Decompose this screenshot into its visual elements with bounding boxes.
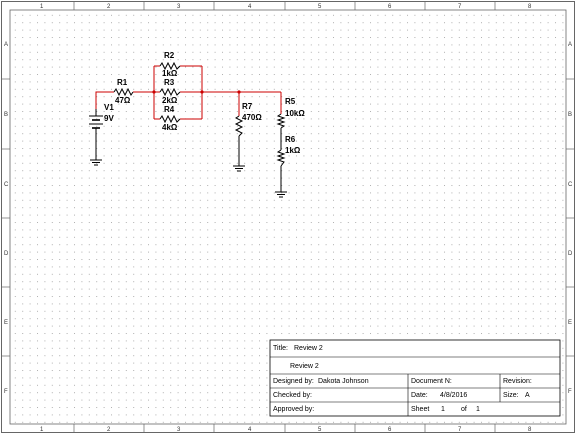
sheet-label: Sheet (411, 406, 429, 413)
checked-by-label: Checked by: (273, 392, 312, 399)
sheet-value: 1 (441, 406, 445, 413)
r2-name-label: R2 (164, 51, 175, 60)
ruler-row-d-left: D (4, 251, 9, 257)
r4-name-label: R4 (164, 105, 175, 114)
ruler-col-2-top: 2 (107, 4, 111, 10)
date-label: Date: (411, 392, 428, 399)
ruler-col-3-top: 3 (177, 4, 181, 10)
ruler-col-2-bottom: 2 (107, 427, 111, 433)
ruler-col-1-bottom: 1 (40, 427, 44, 433)
ground-icon (275, 191, 287, 198)
ruler-col-5-bottom: 5 (318, 427, 322, 433)
ruler-col-8-top: 8 (528, 4, 532, 10)
title-block-lines (270, 356, 560, 416)
ruler-row-d-right: D (568, 251, 573, 257)
r5-name-label: R5 (285, 97, 296, 106)
battery-v1[interactable] (89, 109, 103, 130)
r2-value-label: 1kΩ (162, 69, 178, 78)
ruler-row-f-left: F (4, 389, 8, 395)
ground-icon (233, 165, 245, 172)
ruler-row-e-right: E (568, 320, 572, 326)
of-value: 1 (476, 406, 480, 413)
ruler-row-b-right: B (568, 112, 572, 118)
designed-by-value: Dakota Johnson (318, 378, 369, 385)
ruler-col-1-top: 1 (40, 4, 44, 10)
r3-name-label: R3 (164, 78, 175, 87)
ruler-col-7-bottom: 7 (458, 427, 462, 433)
resistor-r6[interactable] (276, 149, 286, 167)
ruler-col-4-top: 4 (248, 4, 252, 10)
resistor-r2[interactable] (159, 61, 181, 71)
approved-by-label: Approved by: (273, 406, 314, 413)
v1-name-label: V1 (104, 103, 114, 112)
date-value: 4/8/2016 (440, 392, 467, 399)
r6-value-label: 1kΩ (285, 146, 301, 155)
ruler-row-e-left: E (4, 320, 8, 326)
designed-by-label: Designed by: (273, 378, 314, 385)
v1-value-label: 9V (104, 114, 114, 123)
r7-name-label: R7 (242, 102, 253, 111)
ruler-row-b-left: B (4, 112, 8, 118)
title-label: Title: (273, 345, 288, 352)
revision-label: Revision: (503, 378, 532, 385)
resistor-r3[interactable] (159, 87, 181, 97)
ruler-col-5-top: 5 (318, 4, 322, 10)
ruler-col-4-bottom: 4 (248, 427, 252, 433)
description-value: Review 2 (290, 363, 319, 370)
resistor-r4[interactable] (159, 114, 181, 124)
sheet-border-inner (9, 9, 567, 425)
r4-value-label: 4kΩ (162, 123, 178, 132)
ruler-col-8-bottom: 8 (528, 427, 532, 433)
r5-value-label: 10kΩ (285, 109, 305, 118)
r3-value-label: 2kΩ (162, 96, 178, 105)
junction-dots (152, 90, 241, 94)
ruler-col-3-bottom: 3 (177, 427, 181, 433)
r6-name-label: R6 (285, 135, 296, 144)
ruler-row-a-left: A (4, 42, 8, 48)
ruler-col-6-top: 6 (388, 4, 392, 10)
ruler-row-a-right: A (568, 42, 572, 48)
document-label: Document N: (411, 378, 452, 385)
r1-name-label: R1 (117, 78, 128, 87)
ground-icon (90, 159, 102, 166)
resistor-r5[interactable] (276, 113, 286, 129)
r1-value-label: 47Ω (115, 96, 131, 105)
size-value: A (525, 392, 530, 399)
size-label: Size: (503, 392, 519, 399)
ruler-row-c-left: C (4, 182, 9, 188)
title-block (269, 339, 561, 417)
ruler-row-f-right: F (568, 389, 572, 395)
of-label: of (461, 406, 467, 413)
resistor-r1[interactable] (113, 87, 134, 97)
ruler-col-7-top: 7 (458, 4, 462, 10)
ruler-row-c-right: C (568, 182, 573, 188)
ruler-col-6-bottom: 6 (388, 427, 392, 433)
component-leads (95, 128, 282, 192)
r7-value-label: 470Ω (242, 113, 262, 122)
title-value: Review 2 (294, 345, 323, 352)
resistor-r7[interactable] (234, 115, 244, 137)
